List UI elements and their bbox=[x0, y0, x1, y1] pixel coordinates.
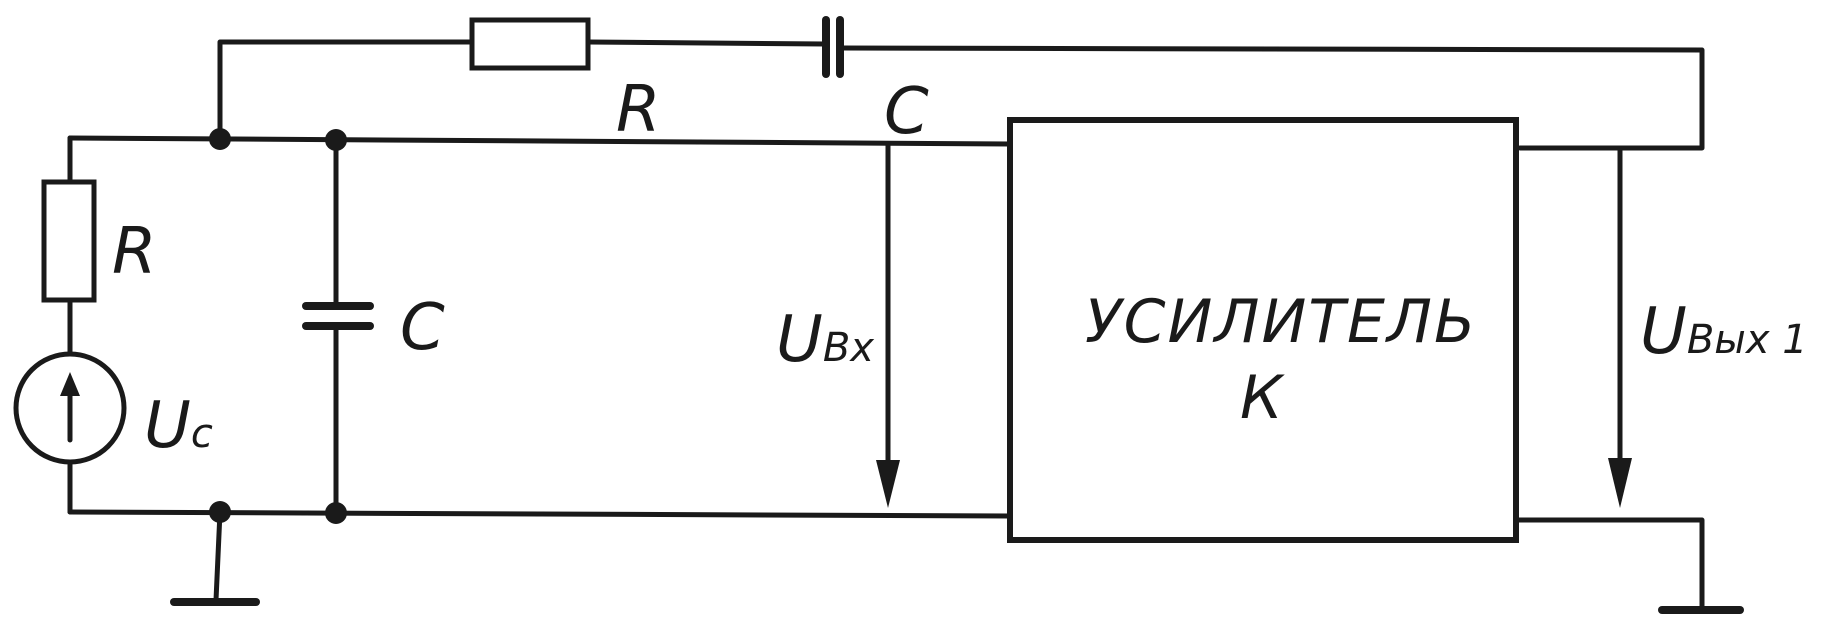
source-voltage-symbol: U bbox=[144, 389, 191, 463]
source-voltage-label: Uc bbox=[144, 394, 213, 458]
feedback-resistor bbox=[469, 17, 591, 71]
ground-left-stem bbox=[213, 509, 223, 603]
input-voltage-subscript: Вх bbox=[822, 325, 874, 371]
input-voltage-arrow bbox=[876, 141, 900, 508]
source-voltage-subscript: c bbox=[190, 411, 213, 457]
junction-node-top-left bbox=[209, 128, 231, 150]
feedback-capacitor-label: C bbox=[884, 75, 929, 149]
shunt-capacitor-label: C bbox=[400, 291, 445, 365]
shunt-capacitor-branch bbox=[302, 137, 374, 515]
amplifier-gain-label: К bbox=[1240, 363, 1285, 433]
junction-node-top-cap bbox=[325, 129, 347, 151]
feedback-wire-left bbox=[217, 39, 475, 143]
source-branch bbox=[13, 135, 127, 515]
feedback-wire-right bbox=[838, 45, 1705, 151]
output-wiring bbox=[1513, 145, 1744, 614]
source-resistor-label: R bbox=[112, 215, 157, 289]
output-voltage-label: UВых 1 bbox=[1640, 300, 1808, 364]
junction-node-bottom-cap bbox=[325, 502, 347, 524]
output-voltage-symbol: U bbox=[1640, 295, 1687, 369]
input-voltage-label: UВх bbox=[776, 308, 874, 372]
feedback-path bbox=[217, 16, 1705, 151]
input-arrow-head bbox=[876, 460, 900, 508]
input-voltage-symbol: U bbox=[776, 303, 823, 377]
output-arrow-head bbox=[1608, 458, 1632, 508]
ground-left bbox=[170, 509, 260, 606]
output-bottom-wire bbox=[1513, 517, 1705, 611]
feedback-wire-mid bbox=[585, 39, 828, 47]
output-voltage-subscript: Вых 1 bbox=[1686, 317, 1808, 363]
amplifier-title: УСИЛИТЕЛЬ bbox=[1085, 287, 1478, 357]
source-resistor bbox=[41, 179, 97, 303]
voltage-source-arrow-head bbox=[60, 372, 80, 396]
feedback-resistor-label: R bbox=[616, 73, 661, 147]
junction-node-bottom-left bbox=[209, 501, 231, 523]
amplifier-block bbox=[1007, 117, 1519, 543]
